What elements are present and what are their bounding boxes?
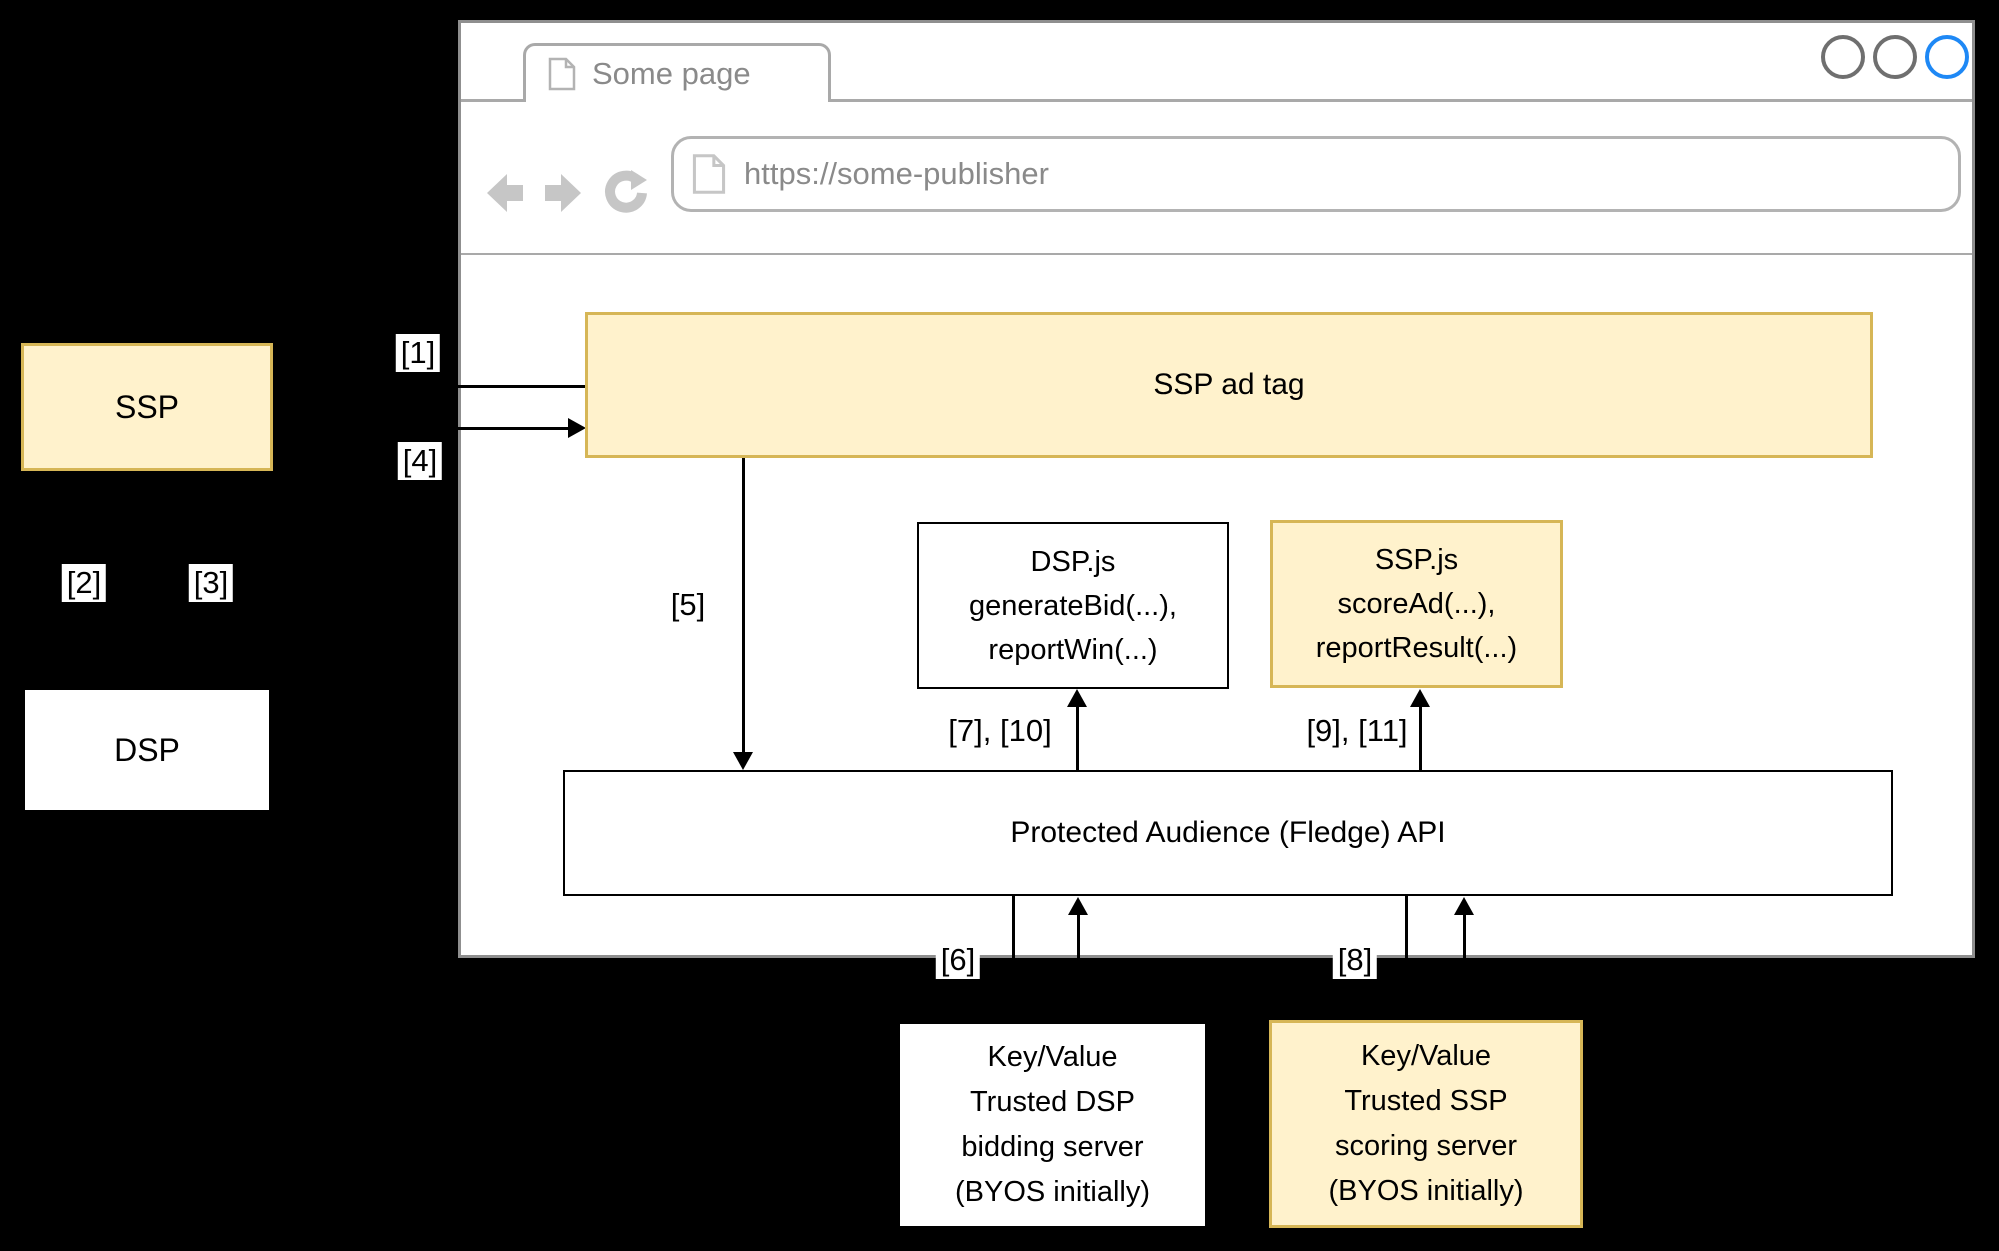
arrow-9-11-line — [1419, 706, 1422, 770]
arrow-7-10-line — [1076, 706, 1079, 770]
dsp-actor-label: DSP — [114, 732, 180, 768]
kv-ssp-line: scoring server — [1334, 1130, 1518, 1162]
step-label-7-10: [7], [10] — [943, 712, 1057, 750]
ssp-js-line: SSP.js — [1374, 544, 1459, 576]
step-label-8: [8] — [1332, 941, 1378, 979]
ssp-ad-tag-label: SSP ad tag — [1153, 368, 1305, 401]
tab-strip-divider — [461, 99, 1972, 102]
fledge-api-label: Protected Audience (Fledge) API — [1010, 816, 1446, 849]
step-label-1: [1] — [395, 334, 441, 372]
step-label-5: [5] — [665, 586, 711, 624]
step-label-6: [6] — [935, 941, 981, 979]
arrow-8-up-line — [1463, 914, 1466, 1020]
reload-icon[interactable] — [601, 168, 651, 218]
page-icon — [692, 154, 726, 194]
fledge-api-box: Protected Audience (Fledge) API — [563, 770, 1893, 896]
window-buttons — [1821, 35, 1969, 79]
arrow-4-head — [568, 418, 586, 438]
forward-icon[interactable] — [541, 170, 587, 216]
kv-dsp-line: Trusted DSP — [970, 1086, 1135, 1118]
arrow-4-line — [458, 427, 570, 430]
arrow-9-11-head — [1410, 689, 1430, 707]
step-label-3: [3] — [188, 564, 234, 602]
toolbar-divider — [461, 253, 1972, 255]
arrow-5-line — [742, 457, 745, 753]
browser-tab[interactable]: Some page — [523, 43, 831, 102]
dsp-js-line: reportWin(...) — [988, 633, 1158, 666]
ssp-ad-tag-box: SSP ad tag — [585, 312, 1873, 458]
ssp-actor-label: SSP — [114, 389, 180, 425]
url-bar[interactable]: https://some-publisher — [671, 136, 1961, 212]
arrow-6-up-line — [1077, 914, 1080, 1022]
arrow-8-down-line — [1405, 895, 1408, 1020]
step-label-2: [2] — [61, 564, 107, 602]
arrow-7-10-head — [1067, 689, 1087, 707]
window-button-2[interactable] — [1873, 35, 1917, 79]
dsp-js-box: DSP.js generateBid(...), reportWin(...) — [917, 522, 1229, 689]
arrow-1-line — [458, 385, 585, 388]
browser-toolbar — [481, 153, 651, 233]
page-icon — [548, 57, 576, 91]
url-text: https://some-publisher — [744, 156, 1049, 191]
kv-ssp-line: Trusted SSP — [1344, 1085, 1508, 1117]
dsp-actor-box: DSP — [23, 688, 271, 812]
kv-ssp-line: (BYOS initially) — [1328, 1175, 1524, 1207]
dsp-js-line: DSP.js — [1030, 545, 1116, 578]
tab-title: Some page — [592, 56, 751, 91]
kv-dsp-line: Key/Value — [987, 1041, 1118, 1073]
window-button-active[interactable] — [1925, 35, 1969, 79]
window-button-1[interactable] — [1821, 35, 1865, 79]
kv-dsp-line: (BYOS initially) — [955, 1176, 1150, 1208]
arrow-8-up-head — [1454, 897, 1474, 915]
kv-dsp-line: bidding server — [961, 1131, 1144, 1163]
kv-dsp-server-box: Key/Value Trusted DSP bidding server (BY… — [898, 1022, 1207, 1228]
arrow-6-down-line — [1012, 895, 1015, 1022]
arrow-6-up-head — [1068, 897, 1088, 915]
ssp-actor-box: SSP — [21, 343, 273, 471]
step-label-9-11: [9], [11] — [1301, 712, 1413, 750]
step-label-4: [4] — [397, 442, 443, 480]
ssp-js-box: SSP.js scoreAd(...), reportResult(...) — [1270, 520, 1563, 688]
ssp-js-line: scoreAd(...), — [1337, 588, 1496, 620]
kv-ssp-server-box: Key/Value Trusted SSP scoring server (BY… — [1269, 1020, 1583, 1228]
arrow-5-head — [733, 752, 753, 770]
ssp-js-line: reportResult(...) — [1315, 632, 1518, 664]
back-icon[interactable] — [481, 170, 527, 216]
kv-ssp-line: Key/Value — [1360, 1040, 1492, 1072]
dsp-js-line: generateBid(...), — [969, 589, 1177, 622]
